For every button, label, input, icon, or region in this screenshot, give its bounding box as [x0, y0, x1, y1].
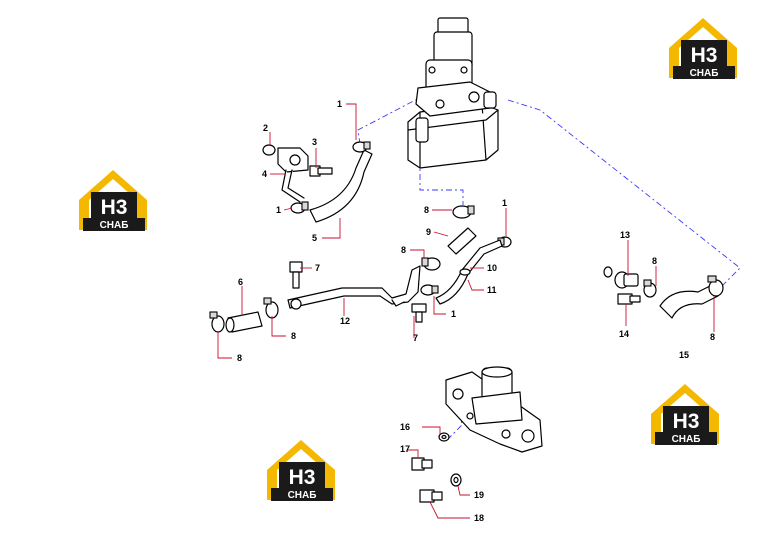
- callout-6: 6: [238, 277, 243, 287]
- part-bolt-18: [419, 489, 443, 503]
- callout-13: 13: [620, 230, 630, 240]
- callout-10: 10: [487, 263, 497, 273]
- part-washer-16: [438, 432, 450, 442]
- part-pipe-12: [287, 265, 421, 310]
- part-oring-13: [603, 266, 613, 278]
- part-clamp-1-top: [352, 141, 371, 153]
- part-clamp-8-b: [421, 257, 441, 271]
- part-bolt-7-b: [411, 303, 427, 323]
- part-clamp-8-far: [707, 275, 724, 297]
- callout-9: 9: [426, 227, 431, 237]
- part-washer-19: [450, 473, 462, 487]
- callout-11: 11: [487, 285, 497, 295]
- callout-1: 1: [276, 205, 281, 215]
- callout-8: 8: [401, 245, 406, 255]
- callout-12: 12: [340, 316, 350, 326]
- thermostat-housing: [445, 366, 543, 453]
- part-hose-5: [309, 149, 373, 223]
- brand-logo-name: СНАБ: [690, 68, 719, 79]
- part-bolt-7-a: [289, 261, 303, 289]
- callout-8: 8: [652, 256, 657, 266]
- callout-1: 1: [337, 99, 342, 109]
- brand-logo-name: СНАБ: [100, 220, 129, 231]
- part-fitting-13: [614, 271, 639, 289]
- brand-logo-h3: Н3: [289, 466, 316, 489]
- part-oring-2: [262, 144, 276, 156]
- brand-logo-h3: Н3: [691, 44, 718, 67]
- part-clamp-8-left-b: [263, 297, 279, 319]
- callout-8: 8: [710, 332, 715, 342]
- brand-logo-name: СНАБ: [672, 434, 701, 445]
- callout-1: 1: [451, 309, 456, 319]
- brand-logo-h3: Н3: [673, 410, 700, 433]
- callout-3: 3: [312, 137, 317, 147]
- callout-1: 1: [502, 198, 507, 208]
- callout-8: 8: [424, 205, 429, 215]
- part-clamp-8: [452, 205, 475, 219]
- brand-logo-name: СНАБ: [288, 490, 317, 501]
- leader-lines: [217, 103, 715, 519]
- part-bolt-17: [411, 457, 433, 471]
- part-clamp-1: [290, 201, 309, 214]
- callout-15: 15: [679, 350, 689, 360]
- callout-8: 8: [291, 331, 296, 341]
- part-hose-9: [447, 227, 477, 255]
- callout-7: 7: [413, 333, 418, 343]
- callout-7: 7: [315, 263, 320, 273]
- part-clamp-1-pipe: [420, 284, 439, 296]
- callout-4: 4: [262, 169, 267, 179]
- callout-18: 18: [474, 513, 484, 523]
- brand-logo-h3: Н3: [101, 196, 128, 219]
- part-bolt-3: [309, 165, 333, 177]
- brand-logo: Н3 СНАБ: [669, 18, 737, 79]
- callout-8: 8: [237, 353, 242, 363]
- egr-cooler-assembly: [407, 17, 499, 169]
- callout-labels: 1 2 3 4 1 5 8 9 1 8 10 11 7 6 12 8 8 7 1…: [237, 99, 715, 523]
- part-flange-4: [277, 147, 309, 203]
- part-pipe-10: [435, 239, 503, 305]
- callout-19: 19: [474, 490, 484, 500]
- part-clamp-8-left: [209, 311, 225, 333]
- part-hose-6: [225, 311, 263, 333]
- brand-logo: Н3 СНАБ: [651, 384, 719, 445]
- callout-17: 17: [400, 444, 410, 454]
- callout-2: 2: [263, 123, 268, 133]
- callout-14: 14: [619, 329, 629, 339]
- callout-16: 16: [400, 422, 410, 432]
- part-clamp-8-right: [643, 279, 657, 298]
- brand-logo: Н3 СНАБ: [267, 440, 335, 501]
- brand-logo: Н3 СНАБ: [79, 170, 147, 231]
- callout-5: 5: [312, 233, 317, 243]
- part-bolt-14: [617, 293, 641, 305]
